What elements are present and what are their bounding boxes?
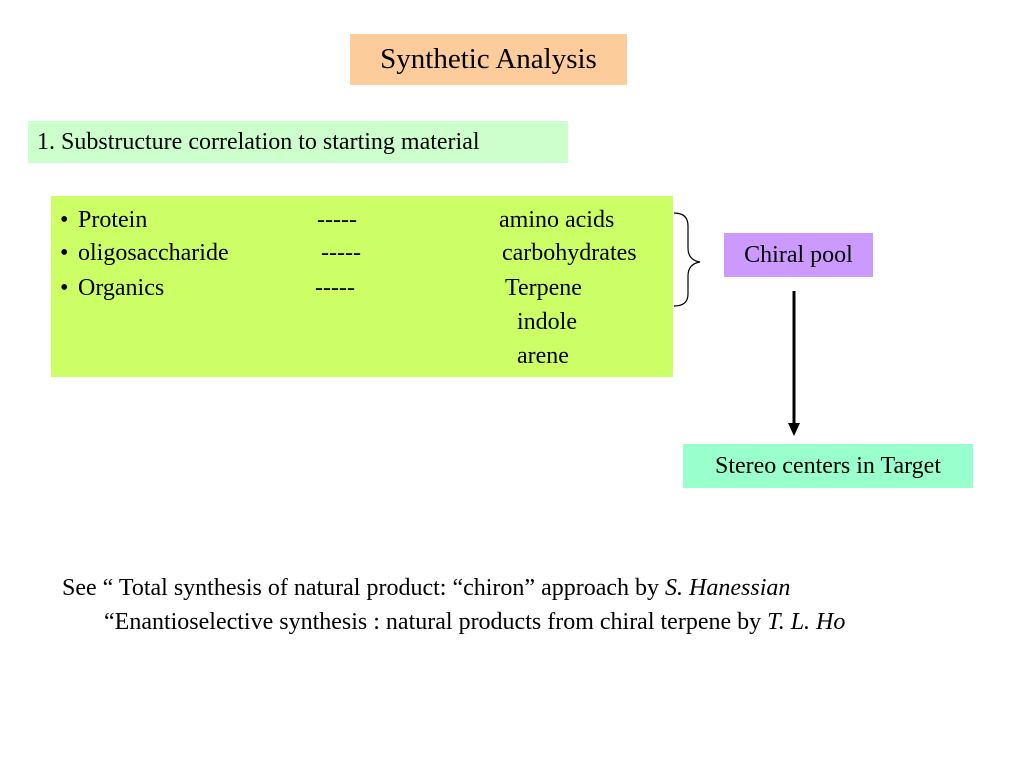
reference-2-author: T. L. Ho <box>767 609 846 635</box>
target-terpene: Terpene <box>505 275 582 301</box>
chiral-pool-box: Chiral pool <box>724 233 873 277</box>
source-protein: Protein <box>78 207 148 233</box>
reference-line-2: “Enantioselective synthesis : natural pr… <box>104 608 845 636</box>
dash-separator: ----- <box>315 275 355 301</box>
title-box: Synthetic Analysis <box>350 34 627 85</box>
reference-2-text: “Enantioselective synthesis : natural pr… <box>104 609 768 635</box>
chiral-pool-label: Chiral pool <box>744 242 853 268</box>
dash-separator: ----- <box>321 240 361 266</box>
subheading-box: 1. Substructure correlation to starting … <box>28 121 568 163</box>
subheading: 1. Substructure correlation to starting … <box>37 129 480 155</box>
dash-separator: ----- <box>317 207 357 233</box>
bullet: • <box>60 240 69 266</box>
stereo-target-label: Stereo centers in Target <box>714 453 942 479</box>
bullet: • <box>60 275 69 301</box>
curly-brace-icon <box>673 212 701 307</box>
bullet: • <box>60 207 69 233</box>
target-arene: arene <box>517 343 569 369</box>
target-amino-acids: amino acids <box>499 207 615 233</box>
page-title: Synthetic Analysis <box>380 43 597 75</box>
reference-line-1: See “ Total synthesis of natural product… <box>62 574 790 602</box>
reference-1-author: S. Hanessian <box>665 575 791 601</box>
stereo-target-box: Stereo centers in Target <box>683 444 973 488</box>
target-indole: indole <box>517 309 577 335</box>
source-organics: Organics <box>78 275 165 301</box>
down-arrow-icon <box>788 291 800 436</box>
source-oligosaccharide: oligosaccharide <box>78 240 229 266</box>
source-list-box: • Protein ----- amino acids • oligosacch… <box>51 196 673 377</box>
reference-1-text: See “ Total synthesis of natural product… <box>62 575 666 601</box>
target-carbohydrates: carbohydrates <box>502 240 637 266</box>
